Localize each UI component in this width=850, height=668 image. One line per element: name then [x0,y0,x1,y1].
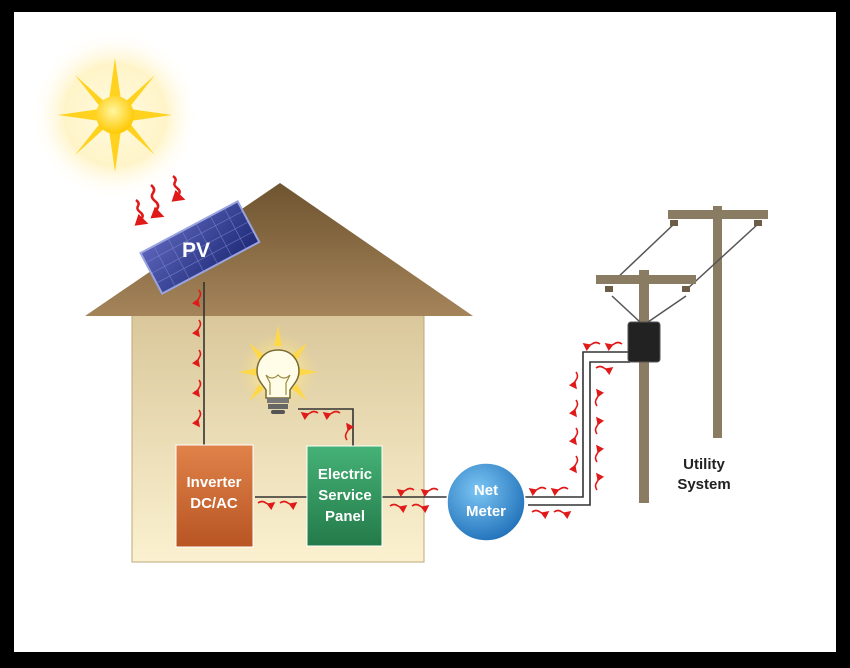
pv-label: PV [182,239,210,262]
inverter-box: Inverter DC/AC [175,444,254,548]
utility-label-line2: System [677,476,730,493]
pv-module-icon [139,200,261,296]
wiring [203,282,630,506]
energy-flow-arrows [191,289,623,520]
utility-pole-icon [596,206,768,503]
meter-label-line1: Net [474,482,498,499]
panel-label-line3: Panel [325,508,365,525]
panel-label-line1: Electric [318,466,372,483]
inverter-label-line1: Inverter [186,474,241,491]
panel-label-line2: Service [318,487,371,504]
meter-label-line2: Meter [466,503,506,520]
net-meter: Net Meter [446,462,526,542]
inverter-label-line2: DC/AC [190,495,238,512]
utility-label-line1: Utility [683,456,725,473]
transformer-icon [627,321,661,363]
light-bulb-icon [238,325,318,414]
sun-icon [30,30,200,200]
sunlight-rays [134,175,186,226]
electric-service-panel-box: Electric Service Panel [306,445,383,547]
